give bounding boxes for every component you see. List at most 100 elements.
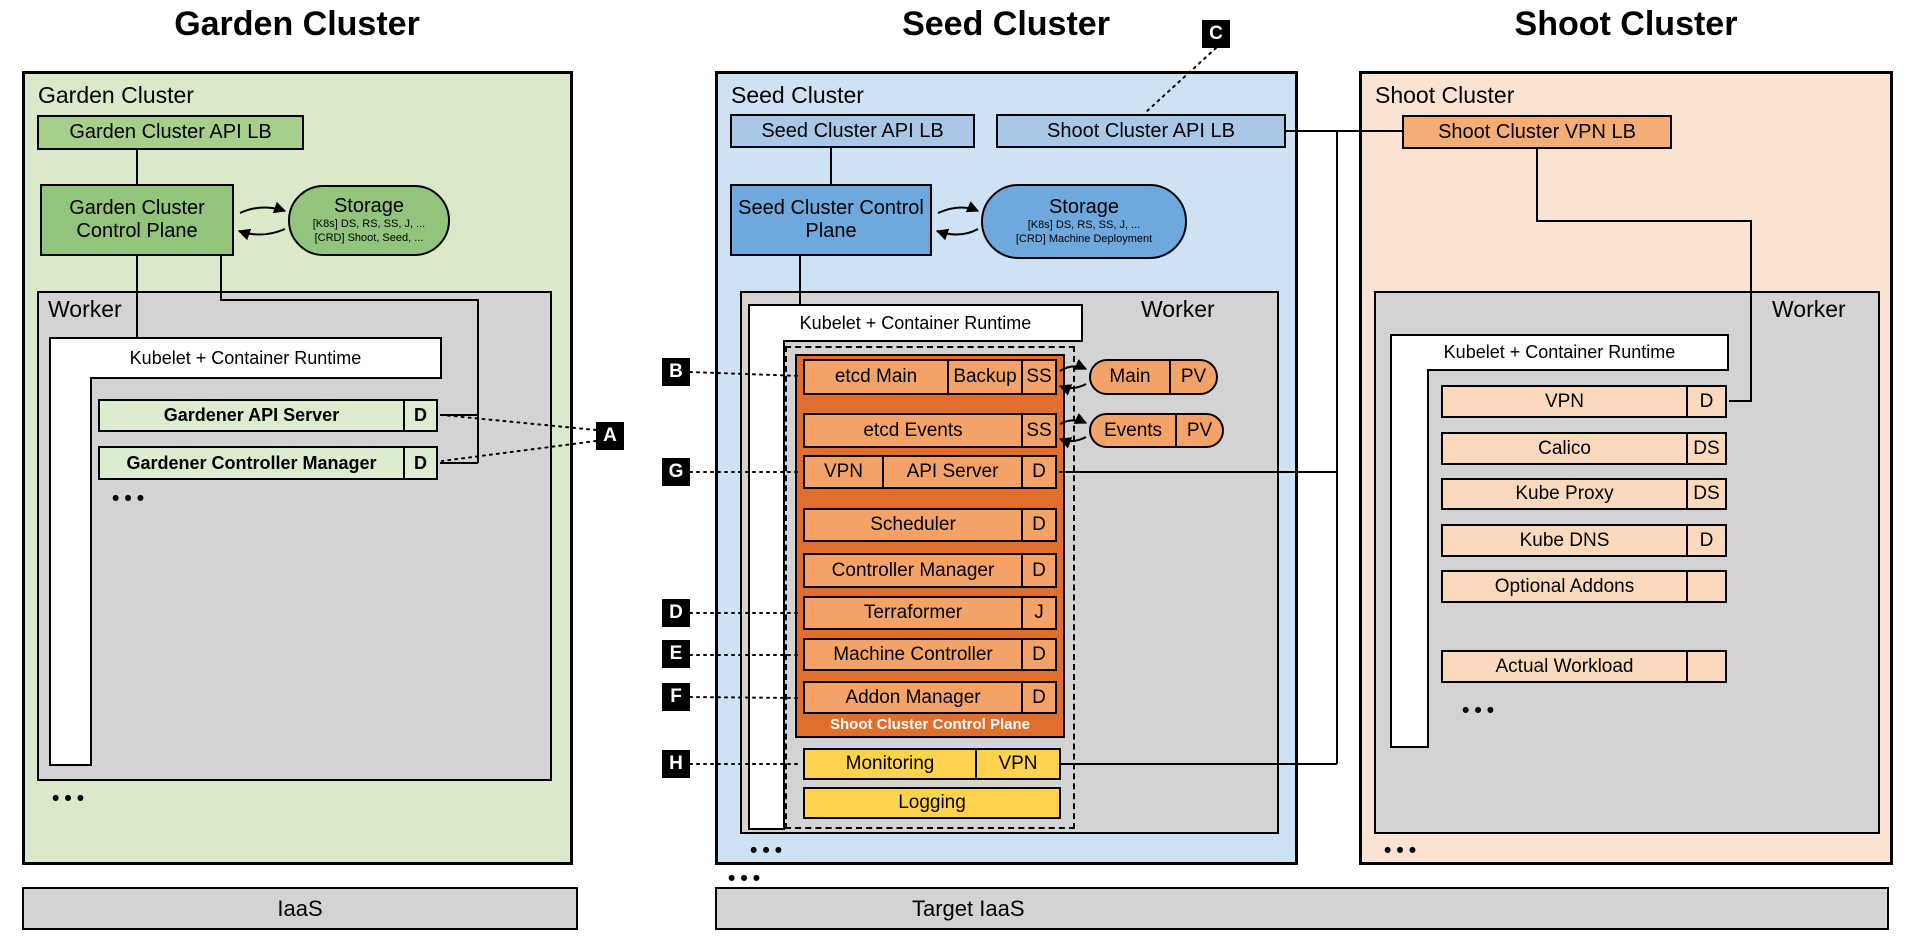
marker-c: C: [1202, 20, 1230, 48]
target-iaas-bar: Target IaaS: [715, 887, 1889, 930]
pod-label: etcd Main: [834, 366, 918, 387]
garden-api-lb: Garden Cluster API LB: [37, 115, 304, 150]
garden-kubelet-strip: [49, 379, 92, 766]
shoot-kubelet-strip: [1390, 371, 1429, 748]
shoot-control-plane-dashed-group: [785, 346, 1075, 829]
etcd-main-volume: Main PV: [1089, 359, 1218, 395]
garden-worker-label: Worker: [48, 296, 122, 322]
marker-d: D: [662, 599, 690, 627]
marker-g: G: [662, 458, 690, 486]
shoot-worker-box: [1374, 291, 1880, 834]
kube-proxy-pod: Kube Proxy DS: [1441, 478, 1727, 510]
pod-label: Optional Addons: [1494, 575, 1635, 597]
etcd-events-pod: etcd Events SS: [803, 413, 1057, 448]
pod-kind-badge: SS: [1021, 361, 1055, 393]
seed-control-plane: Seed Cluster Control Plane: [730, 184, 932, 256]
shoot-vpn-pod: VPN D: [1441, 385, 1727, 418]
etcd-events-volume: Events PV: [1089, 413, 1224, 448]
pod-label: API Server: [882, 457, 1021, 487]
machine-controller-pod: Machine Controller D: [803, 638, 1057, 671]
pod-label: Scheduler: [870, 514, 956, 535]
seed-storage-title: Storage: [1048, 196, 1120, 219]
marker-b: B: [662, 358, 690, 386]
gardener-controller-manager-pod: Gardener Controller Manager D: [98, 446, 438, 480]
pod-label: Kube Proxy: [1515, 483, 1614, 504]
seed-cluster-title: Seed Cluster: [902, 5, 1110, 43]
seed-ellipsis-inside: •••: [750, 839, 788, 862]
pod-label: Gardener API Server: [163, 405, 340, 425]
pod-kind-badge: D: [1021, 457, 1055, 487]
seed-kubelet-bar: Kubelet + Container Runtime: [748, 304, 1083, 342]
shoot-worker-label: Worker: [1772, 296, 1846, 322]
calico-pod: Calico DS: [1441, 432, 1727, 465]
addon-manager-pod: Addon Manager D: [803, 681, 1057, 714]
shoot-bottom-ellipsis: •••: [1384, 839, 1422, 862]
pod-label: etcd Events: [863, 419, 963, 441]
pod-kind-badge: DS: [1686, 434, 1725, 463]
garden-pods-ellipsis: •••: [112, 487, 150, 510]
volume-label: Main: [1109, 366, 1151, 387]
volume-kind-badge: PV: [1169, 361, 1216, 393]
shoot-pods-ellipsis: •••: [1462, 699, 1500, 722]
shoot-vpn-lb: Shoot Cluster VPN LB: [1402, 115, 1672, 149]
pod-kind-badge: D: [1021, 683, 1055, 712]
marker-h: H: [662, 750, 690, 778]
seed-kubelet-strip: [748, 342, 785, 830]
seed-storage: Storage [K8s] DS, RS, SS, J, ... [CRD] M…: [981, 184, 1187, 259]
pod-label: Machine Controller: [833, 643, 993, 665]
pod-kind-badge: DS: [1686, 480, 1725, 508]
seam-patch: [51, 376, 90, 381]
garden-kubelet-bar: Kubelet + Container Runtime: [49, 337, 442, 379]
shoot-api-lb: Shoot Cluster API LB: [996, 114, 1286, 148]
pod-kind-badge: D: [1686, 387, 1725, 416]
seed-storage-line1: [K8s] DS, RS, SS, J, ...: [1027, 219, 1141, 232]
pod-kind-badge: D: [403, 401, 436, 430]
garden-storage-line2: [CRD] Shoot, Seed, ...: [314, 232, 424, 244]
pod-label: Monitoring: [845, 753, 935, 774]
pod-kind-badge: J: [1021, 598, 1055, 628]
garden-storage: Storage [K8s] DS, RS, SS, J, ... [CRD] S…: [288, 185, 450, 256]
volume-kind-badge: PV: [1175, 415, 1222, 446]
volume-label: Events: [1103, 419, 1163, 441]
pod-vpn-cell: VPN: [823, 461, 864, 482]
pod-kind-badge: D: [1021, 510, 1055, 540]
marker-a: A: [596, 422, 624, 450]
pod-kind-badge: SS: [1021, 415, 1055, 446]
pod-vpn-cell: VPN: [975, 750, 1059, 778]
gardener-api-server-pod: Gardener API Server D: [98, 399, 438, 432]
pod-label: Gardener Controller Manager: [126, 452, 377, 473]
seed-panel-label: Seed Cluster: [731, 82, 864, 108]
marker-f: F: [662, 683, 690, 711]
garden-bottom-ellipsis: •••: [52, 787, 90, 810]
shoot-kubelet-bar: Kubelet + Container Runtime: [1390, 334, 1729, 371]
pod-kind-badge: D: [403, 448, 436, 478]
seed-api-lb: Seed Cluster API LB: [730, 114, 975, 148]
garden-control-plane: Garden Cluster Control Plane: [40, 184, 234, 256]
shoot-control-plane-label: Shoot Cluster Control Plane: [829, 716, 1030, 733]
shoot-cluster-title: Shoot Cluster: [1514, 5, 1738, 43]
pod-kind-badge: D: [1686, 526, 1725, 555]
pod-label: Kube DNS: [1519, 529, 1610, 551]
pod-label: Terraformer: [863, 602, 963, 623]
controller-manager-pod: Controller Manager D: [803, 553, 1057, 588]
garden-cluster-title: Garden Cluster: [174, 5, 420, 43]
pod-kind-badge: [1686, 652, 1725, 681]
pod-kind-badge: [1686, 572, 1725, 601]
seed-storage-line2: [CRD] Machine Deployment: [1015, 233, 1153, 245]
pod-kind-badge: D: [1021, 640, 1055, 669]
garden-iaas-bar: IaaS: [22, 887, 578, 930]
seed-ellipsis-outside: •••: [728, 867, 766, 890]
pod-label: Calico: [1538, 437, 1591, 459]
kube-dns-pod: Kube DNS D: [1441, 524, 1727, 557]
garden-storage-line1: [K8s] DS, RS, SS, J, ...: [312, 218, 426, 231]
shoot-panel-label: Shoot Cluster: [1375, 82, 1515, 108]
seam-patch: [1392, 368, 1427, 373]
scheduler-pod: Scheduler D: [803, 508, 1057, 542]
pod-label: VPN: [1544, 390, 1585, 412]
garden-panel-label: Garden Cluster: [38, 82, 194, 108]
pod-label: Addon Manager: [845, 686, 981, 708]
marker-e: E: [662, 640, 690, 668]
seed-worker-label: Worker: [1141, 296, 1215, 322]
pod-kind-badge: D: [1021, 555, 1055, 586]
